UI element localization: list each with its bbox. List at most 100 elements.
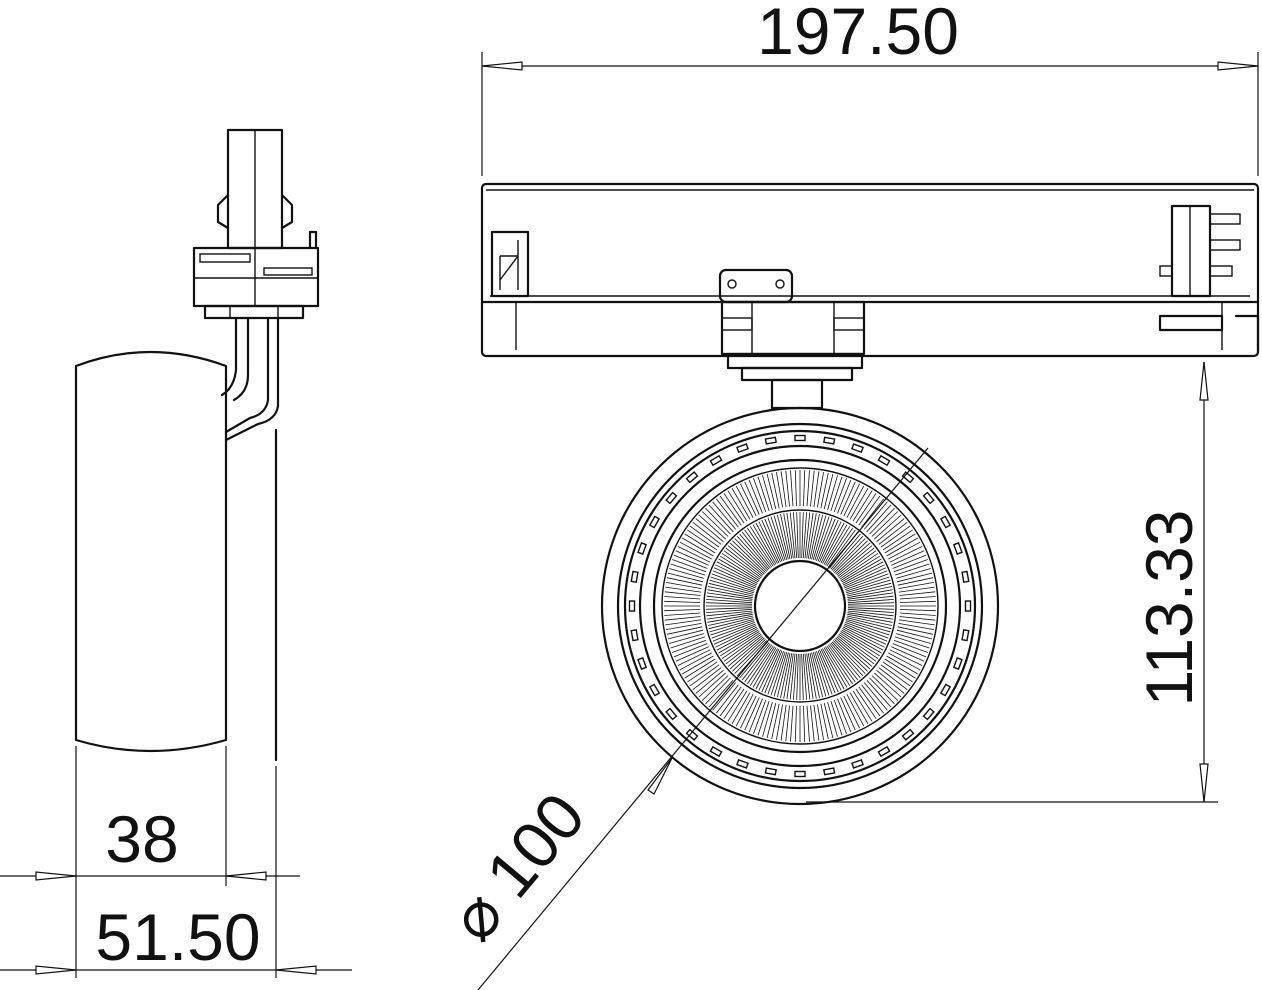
hatch-line bbox=[895, 568, 931, 579]
hatch-line bbox=[861, 498, 885, 528]
hatch-line bbox=[869, 677, 895, 705]
heatsink-tooth bbox=[964, 600, 972, 612]
hatch-line bbox=[712, 682, 737, 711]
hatch-line bbox=[718, 629, 759, 654]
heatsink-tooth bbox=[736, 758, 749, 769]
hatch-line bbox=[744, 644, 773, 683]
hatch-line bbox=[837, 479, 852, 514]
hatch-line bbox=[882, 529, 913, 551]
hatch-line bbox=[734, 538, 767, 572]
hatch-line bbox=[706, 612, 753, 620]
bracket-curve bbox=[224, 316, 270, 434]
dimension-overall-width: 197.50 bbox=[481, 0, 1259, 176]
hatch-line bbox=[837, 635, 875, 665]
hatch-line bbox=[837, 547, 875, 577]
hatch-line bbox=[708, 504, 734, 532]
hatch-line bbox=[840, 555, 880, 581]
hatch-line bbox=[749, 646, 775, 686]
hatch-line bbox=[830, 533, 861, 570]
heatsink-tooth bbox=[877, 745, 891, 758]
hatch-line bbox=[802, 653, 807, 700]
hatch-line bbox=[842, 564, 885, 586]
hatch-line bbox=[899, 600, 936, 603]
hatch-line bbox=[672, 639, 707, 653]
hatch-line bbox=[734, 640, 767, 674]
hatch-line bbox=[715, 498, 739, 528]
hatch-line bbox=[679, 652, 712, 671]
hatch-line bbox=[863, 501, 888, 530]
hatch-line bbox=[844, 623, 888, 642]
hatch-line bbox=[844, 573, 889, 590]
hatch-line bbox=[758, 521, 780, 564]
hatch-line bbox=[692, 667, 722, 691]
hatch-line bbox=[770, 651, 786, 696]
heatsink-tooth bbox=[961, 570, 970, 583]
hatch-line bbox=[748, 479, 763, 514]
hatch-line bbox=[721, 632, 761, 659]
hatch-line bbox=[732, 639, 766, 672]
hatch-line bbox=[899, 616, 936, 621]
hatch-line bbox=[847, 608, 894, 613]
heatsink-tooth bbox=[961, 629, 970, 642]
hatch-line bbox=[677, 546, 711, 563]
hatch-line bbox=[709, 579, 755, 594]
hatch-line bbox=[817, 472, 824, 508]
hatch-line bbox=[855, 493, 877, 524]
hatch-line bbox=[752, 647, 777, 688]
hatch-line bbox=[695, 669, 724, 694]
hatch-line bbox=[803, 705, 806, 742]
hatch-line bbox=[899, 591, 936, 596]
hatch-line bbox=[786, 653, 794, 700]
hatch-line bbox=[833, 538, 866, 572]
hatch-line bbox=[847, 602, 894, 605]
hatch-line bbox=[664, 596, 701, 600]
hatch-line bbox=[820, 521, 842, 564]
heatsink-tooth bbox=[877, 454, 891, 467]
hatch-line bbox=[748, 698, 763, 733]
heatsink-tooth bbox=[764, 767, 777, 776]
hatch-line bbox=[896, 629, 933, 640]
hatch-line bbox=[741, 643, 771, 681]
heatsink-tooth bbox=[794, 770, 806, 778]
hatch-line bbox=[814, 651, 830, 696]
hatch-line bbox=[684, 533, 716, 554]
hatch-line bbox=[812, 515, 827, 561]
hatch-line bbox=[780, 704, 787, 741]
hatch-line bbox=[771, 472, 780, 509]
hatch-line bbox=[806, 512, 814, 559]
hatch-line bbox=[776, 704, 783, 740]
hatch-line bbox=[755, 522, 778, 564]
hatch-line bbox=[744, 481, 760, 515]
hatch-line bbox=[712, 570, 756, 589]
hatch-line bbox=[710, 576, 755, 592]
hatch-line bbox=[701, 511, 729, 537]
hatch-line bbox=[753, 478, 767, 513]
hatch-line bbox=[698, 672, 726, 698]
hatch-line bbox=[886, 655, 918, 675]
hatch-line bbox=[803, 470, 806, 507]
side-view bbox=[74, 128, 320, 762]
hatch-line bbox=[727, 490, 748, 522]
hatch-line bbox=[713, 625, 757, 645]
hatch-line bbox=[710, 620, 755, 636]
hatch-line bbox=[842, 628, 884, 651]
hatch-line bbox=[837, 698, 852, 733]
hatch-line bbox=[664, 600, 701, 603]
hatch-line bbox=[898, 623, 934, 630]
hatch-line bbox=[744, 697, 760, 731]
hatch-line bbox=[863, 682, 888, 711]
hatch-line bbox=[780, 514, 791, 560]
hatch-line bbox=[812, 651, 827, 697]
hatch-line bbox=[847, 599, 894, 604]
hatch-line bbox=[715, 564, 758, 586]
hatch-line bbox=[721, 553, 761, 580]
bracket-inner-edge bbox=[232, 316, 250, 402]
hatch-line bbox=[846, 694, 865, 727]
hatch-line bbox=[731, 488, 751, 520]
hatch-line bbox=[888, 652, 921, 671]
heatsink-tooth bbox=[851, 758, 864, 769]
heatsink-tooth bbox=[685, 728, 699, 741]
hatch-line bbox=[839, 553, 879, 580]
hatch-line bbox=[718, 558, 759, 583]
hatch-line bbox=[827, 529, 856, 568]
